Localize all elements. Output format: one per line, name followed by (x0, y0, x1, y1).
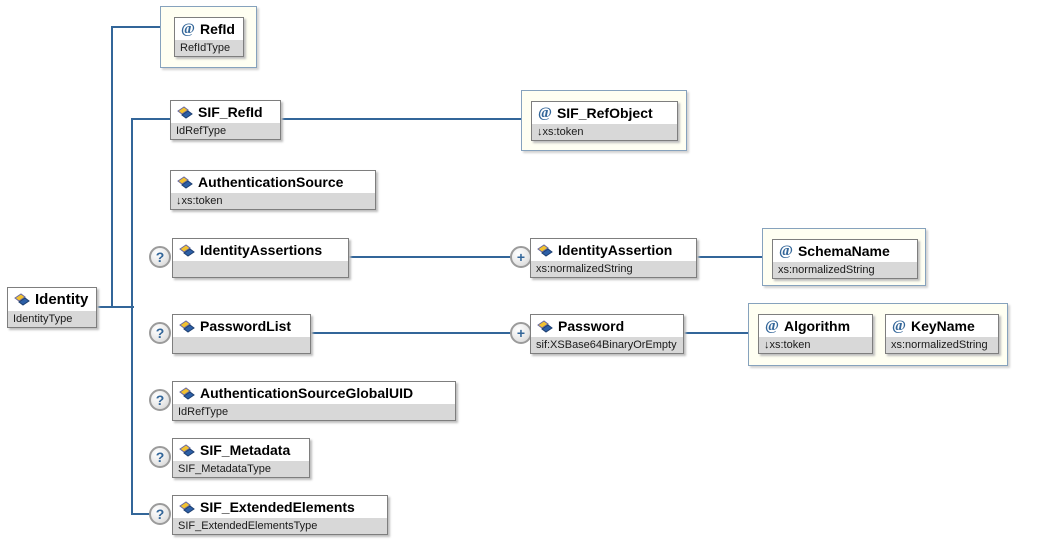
node-type: IdRefType (173, 404, 455, 420)
node-label: Identity (35, 291, 89, 308)
optional-icon: ? (149, 446, 171, 468)
element-icon (179, 443, 195, 457)
element-node-passwordlist[interactable]: PasswordList (172, 314, 311, 354)
attribute-icon: @ (765, 317, 779, 334)
node-type (173, 337, 310, 353)
optional-icon: ? (149, 389, 171, 411)
repeat-icon[interactable]: + (510, 246, 532, 268)
attribute-icon: @ (779, 242, 793, 259)
connector-line (684, 332, 748, 334)
element-node-identityassertion[interactable]: IdentityAssertion xs:normalizedString (530, 238, 697, 278)
element-node-identity[interactable]: Identity IdentityType (7, 287, 97, 328)
node-label: AuthenticationSourceGlobalUID (200, 385, 414, 401)
node-label: SchemaName (797, 243, 890, 259)
node-type: sif:XSBase64BinaryOrEmpty (531, 337, 683, 353)
connector-line (349, 256, 512, 258)
node-label: SIF_RefId (198, 104, 263, 120)
element-node-authenticationsource[interactable]: AuthenticationSource ↓xs:token (170, 170, 376, 210)
node-type: IdentityType (8, 311, 96, 327)
element-node-sif-metadata[interactable]: SIF_Metadata SIF_MetadataType (172, 438, 310, 478)
repeat-icon[interactable]: + (510, 322, 532, 344)
node-label: Algorithm (783, 318, 851, 334)
element-icon (14, 293, 30, 306)
node-label: SIF_ExtendedElements (200, 499, 355, 515)
element-node-authenticationsourceglobaluid[interactable]: AuthenticationSourceGlobalUID IdRefType (172, 381, 456, 421)
node-type: SIF_ExtendedElementsType (173, 518, 387, 534)
node-label: KeyName (910, 318, 975, 334)
element-node-sif-extendedelements[interactable]: SIF_ExtendedElements SIF_ExtendedElement… (172, 495, 388, 535)
connector-line (132, 513, 151, 515)
element-icon (179, 500, 195, 514)
optional-icon: ? (149, 322, 171, 344)
node-label: AuthenticationSource (198, 174, 344, 190)
connector-line (131, 118, 133, 515)
attribute-icon: @ (538, 104, 552, 121)
node-type: ↓xs:token (759, 337, 872, 353)
node-label: RefId (199, 21, 235, 37)
node-label: Password (558, 318, 625, 334)
attribute-node-sif-refobject[interactable]: @ SIF_RefObject ↓xs:token (531, 101, 678, 141)
node-label: IdentityAssertions (200, 242, 323, 258)
optional-icon: ? (149, 246, 171, 268)
attribute-container-sif-refobject: @ SIF_RefObject ↓xs:token (521, 90, 687, 151)
element-icon (177, 175, 193, 189)
connector-line (697, 256, 762, 258)
attribute-icon: @ (181, 20, 195, 37)
attribute-node-keyname[interactable]: @ KeyName xs:normalizedString (885, 314, 999, 354)
node-type: xs:normalizedString (531, 261, 696, 277)
attribute-node-refid[interactable]: @ RefId RefIdType (174, 17, 244, 57)
element-node-password[interactable]: Password sif:XSBase64BinaryOrEmpty (530, 314, 684, 354)
element-icon (179, 386, 195, 400)
element-node-sif-refid[interactable]: SIF_RefId IdRefType (170, 100, 281, 140)
node-type: xs:normalizedString (886, 337, 998, 353)
connector-line (132, 118, 171, 120)
node-type: SIF_MetadataType (173, 461, 309, 477)
connector-line (281, 118, 521, 120)
element-icon (537, 319, 553, 333)
attribute-node-schemaname[interactable]: @ SchemaName xs:normalizedString (772, 239, 918, 279)
attribute-node-algorithm[interactable]: @ Algorithm ↓xs:token (758, 314, 873, 354)
node-label: PasswordList (200, 318, 292, 334)
connector-line (311, 332, 512, 334)
element-node-identityassertions[interactable]: IdentityAssertions (172, 238, 349, 278)
element-icon (179, 319, 195, 333)
attribute-container-schemaname: @ SchemaName xs:normalizedString (762, 228, 926, 286)
node-type (173, 261, 348, 277)
node-label: SIF_RefObject (556, 105, 653, 121)
element-icon (179, 243, 195, 257)
element-icon (537, 243, 553, 257)
node-label: SIF_Metadata (200, 442, 291, 458)
node-type: ↓xs:token (171, 193, 375, 209)
node-type: xs:normalizedString (773, 262, 917, 278)
element-icon (177, 105, 193, 119)
connector-line (111, 26, 113, 308)
connector-line (97, 306, 134, 308)
node-type: RefIdType (175, 40, 243, 56)
attribute-container-refid: @ RefId RefIdType (160, 6, 257, 68)
node-label: IdentityAssertion (558, 242, 673, 258)
connector-line (111, 26, 161, 28)
node-type: IdRefType (171, 123, 280, 139)
optional-icon: ? (149, 503, 171, 525)
attribute-container-password-attrs: @ Algorithm ↓xs:token @ KeyName xs:norma… (748, 303, 1008, 366)
node-type: ↓xs:token (532, 124, 677, 140)
attribute-icon: @ (892, 317, 906, 334)
